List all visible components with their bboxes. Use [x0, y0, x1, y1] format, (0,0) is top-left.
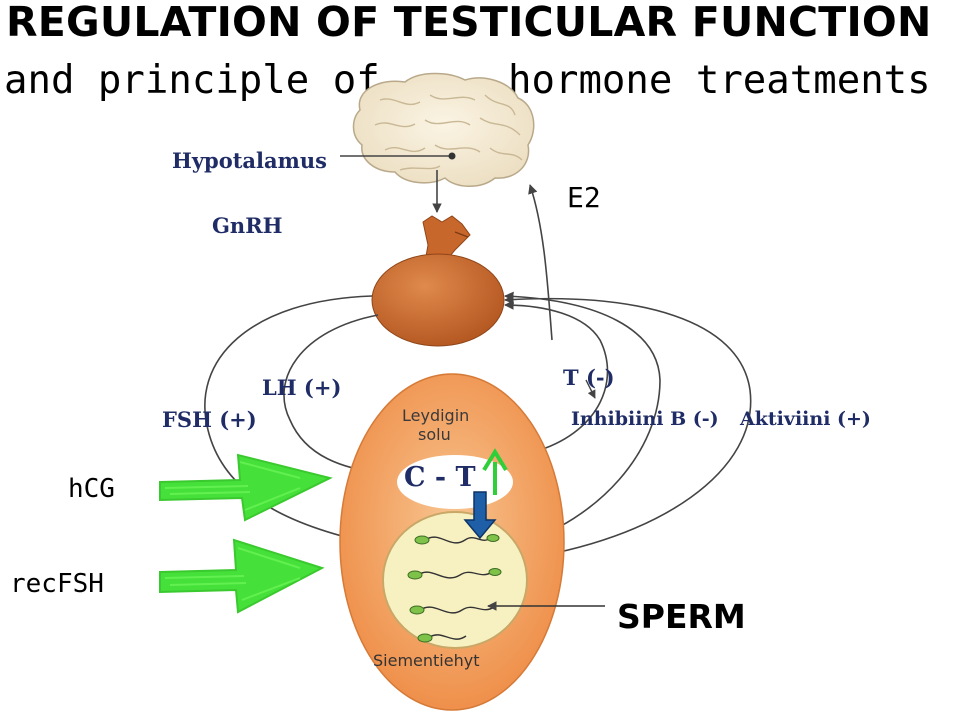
e2-label: E2 [567, 181, 601, 214]
lh-label: LH (+) [262, 375, 342, 400]
green-up-arrow-icon [482, 448, 508, 495]
sperm-head-icons [407, 534, 502, 643]
title-line1: REGULATION OF TESTICULAR FUNCTION [6, 0, 932, 46]
green-arrow-icon [159, 453, 333, 522]
title-line2-right: hormone treatments [508, 58, 931, 103]
pituitary-gland-icon [371, 215, 505, 347]
gnrh-label: GnRH [212, 213, 283, 238]
hypothalamus-label: Hypotalamus [172, 148, 327, 173]
ct-label: C - T [404, 462, 476, 493]
sperm-label: SPERM [617, 597, 746, 636]
inhibin-b-label: Inhibiini B (-) [571, 408, 719, 430]
blue-down-arrow-icon [463, 491, 497, 540]
fsh-label: FSH (+) [162, 407, 257, 432]
leydig-label-line2: solu [418, 425, 451, 444]
leydig-label-line1: Leydigin [402, 406, 470, 425]
seminiferous-tubule-label: Siementiehyt [373, 651, 480, 670]
title-line2-left: and principle of [4, 58, 380, 103]
recfsh-label: recFSH [10, 569, 104, 599]
activin-label: Aktiviini (+) [740, 408, 871, 430]
testosterone-label: T (-) [563, 365, 615, 390]
brain-icon [352, 72, 535, 187]
hcg-label: hCG [68, 474, 115, 504]
green-arrow-icon [159, 538, 325, 614]
